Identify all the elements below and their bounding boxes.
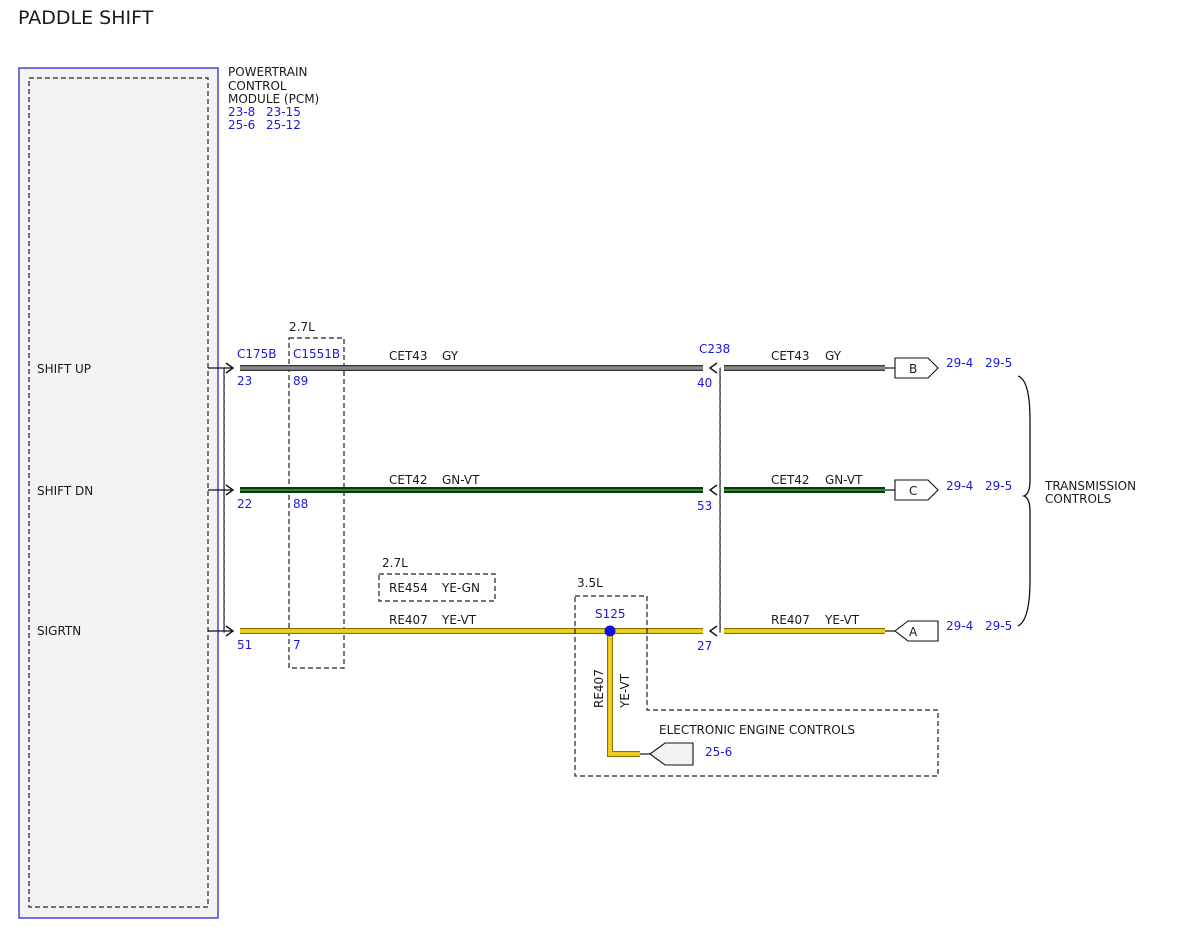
page-title: PADDLE SHIFT: [18, 7, 154, 29]
splice-variant: 3.5L: [577, 576, 603, 590]
alt-color-label: YE-GN: [441, 581, 480, 595]
pin-number: 51: [237, 638, 252, 652]
destination-c-arrow[interactable]: [894, 479, 939, 501]
module-name-line-2: CONTROL: [228, 79, 287, 93]
wire-splice-branch: [607, 631, 650, 757]
pcm-module: [18, 67, 219, 919]
module-ref[interactable]: 25-12: [266, 118, 301, 132]
wire-circuit-label: RE407: [389, 613, 428, 627]
connector-c175b[interactable]: C175B: [237, 347, 277, 361]
pin-number: 27: [697, 639, 712, 653]
c1551b-variant: 2.7L: [289, 320, 315, 334]
pin-number: 7: [293, 638, 301, 652]
wire-color-label: YE-VT: [824, 613, 860, 627]
destination-c-letter: C: [909, 484, 917, 498]
splice-outline: [574, 595, 939, 777]
pin-label-sigrtn: SIGRTN: [37, 624, 81, 638]
wire-shift-dn: [208, 484, 895, 496]
destination-ref[interactable]: 29-4: [946, 479, 973, 493]
wire-circuit-label: RE407: [771, 613, 810, 627]
destination-ref[interactable]: 29-5: [985, 619, 1012, 633]
eec-destination-arrow[interactable]: [649, 742, 694, 766]
destination-ref[interactable]: 29-4: [946, 619, 973, 633]
pin-number: 88: [293, 497, 308, 511]
connector-c1551b[interactable]: C1551B: [293, 347, 340, 361]
module-ref[interactable]: 23-8: [228, 105, 255, 119]
wire-circuit-label: CET43: [771, 349, 810, 363]
module-name-line-1: POWERTRAIN: [228, 65, 308, 79]
pin-number: 53: [697, 499, 712, 513]
wire-shift-up: [208, 362, 895, 374]
module-ref[interactable]: 23-15: [266, 105, 301, 119]
pin-label-shift-dn: SHIFT DN: [37, 484, 93, 498]
connector-c238[interactable]: C238: [699, 342, 730, 356]
group-label-line-2: CONTROLS: [1045, 492, 1111, 506]
c1551b-outline: [288, 337, 345, 669]
wire-circuit-label: CET42: [389, 473, 428, 487]
alt-wire-box: [378, 573, 496, 602]
destination-ref[interactable]: 29-5: [985, 479, 1012, 493]
group-label-line-1: TRANSMISSION: [1044, 479, 1136, 493]
wire-sigrtn: [208, 625, 895, 637]
wire-color-label: GN-VT: [825, 473, 863, 487]
pin-number: 23: [237, 374, 252, 388]
wire-color-label: YE-VT: [441, 613, 477, 627]
wire-circuit-label: CET42: [771, 473, 810, 487]
splice-s125[interactable]: S125: [595, 607, 626, 621]
alt-variant: 2.7L: [382, 556, 408, 570]
branch-color-label: YE-VT: [618, 673, 632, 709]
destination-a-arrow[interactable]: [894, 620, 939, 642]
destination-ref[interactable]: 29-5: [985, 356, 1012, 370]
wire-circuit-label: CET43: [389, 349, 428, 363]
destination-ref[interactable]: 29-4: [946, 356, 973, 370]
wire-color-label: GY: [825, 349, 842, 363]
destination-a-letter: A: [909, 625, 918, 639]
wire-color-label: GN-VT: [442, 473, 480, 487]
pin-number: 40: [697, 376, 712, 390]
destination-b-letter: B: [909, 362, 917, 376]
alt-circuit-label: RE454: [389, 581, 428, 595]
destination-b-arrow[interactable]: [894, 357, 939, 379]
eec-ref[interactable]: 25-6: [705, 745, 732, 759]
pin-label-shift-up: SHIFT UP: [37, 362, 91, 376]
pin-number: 22: [237, 497, 252, 511]
module-name-line-3: MODULE (PCM): [228, 92, 319, 106]
eec-label: ELECTRONIC ENGINE CONTROLS: [659, 723, 855, 737]
splice-dot: [604, 625, 616, 637]
module-ref[interactable]: 25-6: [228, 118, 255, 132]
group-brace: [1017, 375, 1031, 627]
branch-circuit-label: RE407: [592, 669, 606, 708]
wire-color-label: GY: [442, 349, 459, 363]
pin-number: 89: [293, 374, 308, 388]
